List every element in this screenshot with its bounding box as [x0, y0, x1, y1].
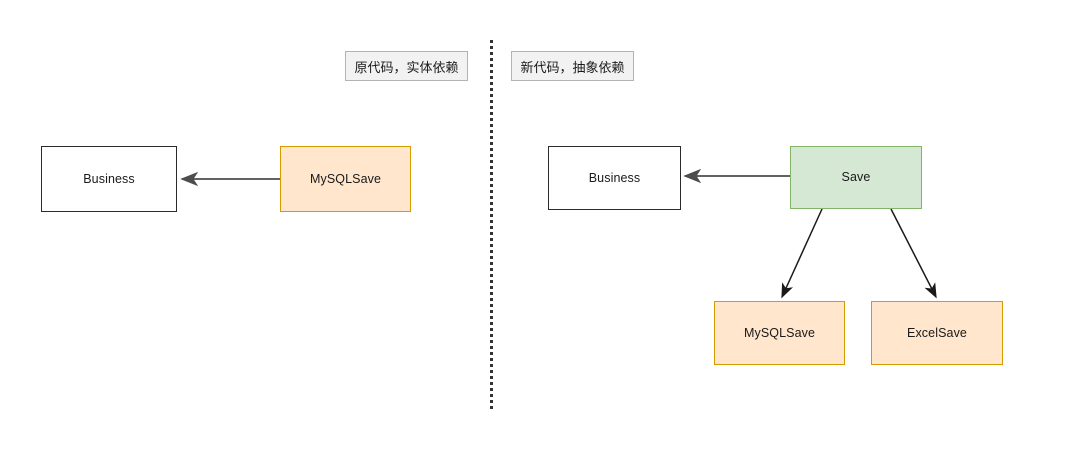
node-right-save-label: Save [841, 170, 871, 184]
node-right-mysqlsave: MySQLSave [714, 301, 845, 365]
caption-original-code-label: 原代码，实体依赖 [354, 59, 459, 75]
node-right-business-label: Business [588, 170, 641, 185]
caption-new-code: 新代码，抽象依赖 [511, 51, 634, 81]
node-left-business: Business [41, 146, 177, 212]
node-right-excelsave: ExcelSave [871, 301, 1003, 365]
edge-save-to-excelsave [890, 208, 937, 299]
node-left-mysqlsave-label: MySQLSave [309, 171, 382, 186]
node-right-mysqlsave-label: MySQLSave [743, 325, 816, 340]
node-right-business: Business [548, 146, 681, 210]
node-left-mysqlsave: MySQLSave [280, 146, 411, 212]
vertical-dotted-divider [490, 40, 493, 409]
node-right-excelsave-label: ExcelSave [907, 325, 967, 340]
node-left-business-label: Business [83, 171, 135, 186]
caption-original-code: 原代码，实体依赖 [345, 51, 468, 81]
edge-save-to-mysqlsave [781, 208, 823, 299]
caption-new-code-label: 新代码，抽象依赖 [520, 59, 625, 75]
node-right-save: Save [790, 146, 922, 209]
